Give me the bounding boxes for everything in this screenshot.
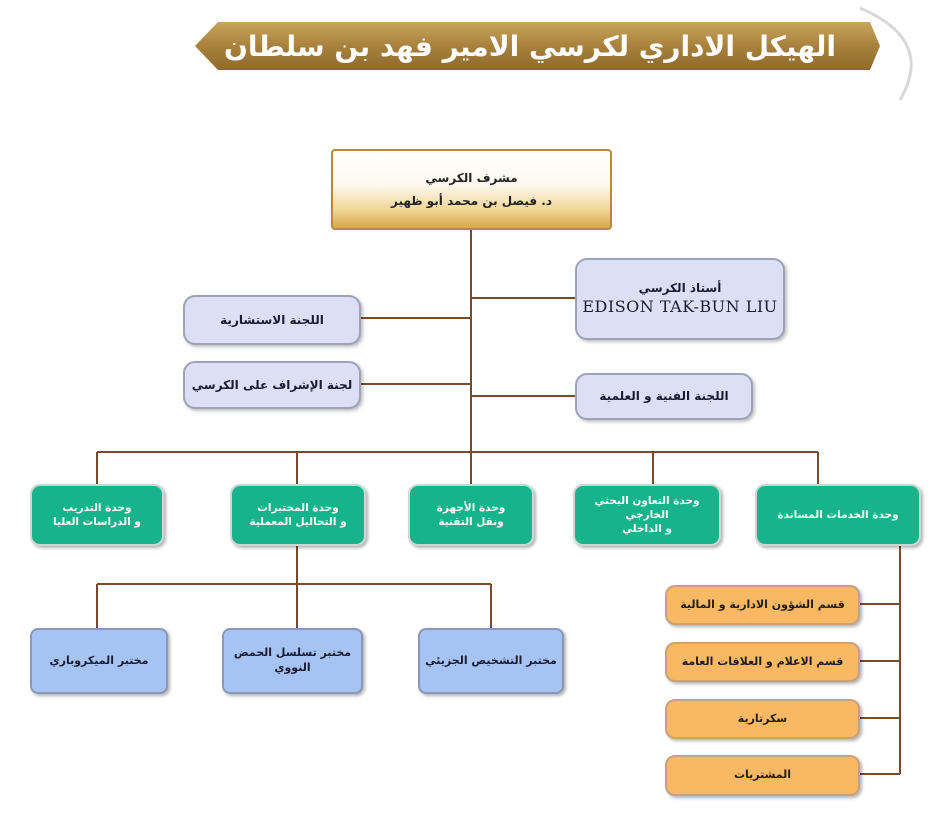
- professor-box: أستاذ الكرسي EDISON TAK-BUN LIU: [575, 258, 785, 340]
- unit-devices-technology-line2: ونقل التقنية: [438, 516, 504, 528]
- section-admin-finance-label: قسم الشؤون الادارية و المالية: [680, 597, 845, 611]
- lab-molecular-diagnosis-label: مختبر التشخيص الجزيئي: [425, 653, 557, 667]
- unit-training-line1: وحدة التدريب: [62, 501, 132, 514]
- unit-laboratories: وحدة المختبرات و التحاليل المعملية: [230, 484, 366, 546]
- lab-microbiology: مختبر الميكروباري: [30, 628, 168, 694]
- section-secretariat: سكرتارية: [665, 699, 860, 739]
- unit-research-cooperation-line1: وحدة التعاون البحثي الخارجي: [594, 494, 700, 521]
- professor-role: أستاذ الكرسي: [638, 281, 722, 296]
- section-secretariat-label: سكرتارية: [737, 711, 788, 725]
- page-title: الهيكل الاداري لكرسي الامير فهد بن سلطان: [223, 29, 837, 63]
- unit-devices-technology-line1: وحدة الأجهزة: [436, 501, 506, 514]
- section-purchases: المشتريات: [665, 755, 860, 796]
- unit-training-line2: و الدراسات العليا: [53, 516, 141, 528]
- banner-swoosh: [859, 6, 913, 101]
- unit-devices-technology: وحدة الأجهزة ونقل التقنية: [408, 484, 534, 546]
- lab-molecular-diagnosis: مختبر التشخيص الجزيئي: [418, 628, 564, 694]
- advisory-committee-box: اللجنة الاستشارية: [183, 295, 361, 345]
- lab-microbiology-label: مختبر الميكروباري: [49, 653, 149, 667]
- advisory-committee-label: اللجنة الاستشارية: [220, 312, 324, 327]
- unit-training: وحدة التدريب و الدراسات العليا: [30, 484, 164, 546]
- technical-committee-label: اللجنة الفنية و العلمية: [599, 389, 729, 404]
- supervisor-box: مشرف الكرسي د. فيصل بن محمد أبو ظهير: [331, 149, 612, 230]
- professor-name: EDISON TAK-BUN LIU: [582, 297, 778, 317]
- title-banner: الهيكل الاداري لكرسي الامير فهد بن سلطان: [0, 0, 938, 110]
- technical-committee-box: اللجنة الفنية و العلمية: [575, 373, 753, 420]
- unit-laboratories-line2: و التحاليل المعملية: [249, 516, 347, 528]
- unit-research-cooperation-line2: و الداخلي: [622, 523, 672, 536]
- unit-laboratories-line1: وحدة المختبرات: [257, 501, 339, 514]
- banner-shape: [195, 6, 913, 101]
- unit-support-services: وحدة الخدمات المساندة: [755, 484, 921, 546]
- banner-ribbon: [195, 22, 880, 70]
- section-purchases-label: المشتريات: [733, 768, 792, 782]
- section-admin-finance: قسم الشؤون الادارية و المالية: [665, 585, 860, 625]
- oversight-committee-label: لجنة الإشراف على الكرسي: [191, 377, 353, 392]
- supervisor-name: د. فيصل بن محمد أبو ظهير: [391, 193, 552, 208]
- section-media-pr-label: قسم الاعلام و العلاقات العامة: [681, 654, 844, 668]
- lab-dna-sequencing: مختبر تسلسل الحمض النووي: [222, 628, 363, 694]
- oversight-committee-box: لجنة الإشراف على الكرسي: [183, 361, 361, 409]
- supervisor-role: مشرف الكرسي: [425, 171, 518, 186]
- unit-support-services-line1: وحدة الخدمات المساندة: [777, 508, 899, 521]
- section-media-pr: قسم الاعلام و العلاقات العامة: [665, 642, 860, 682]
- lab-dna-sequencing-label: مختبر تسلسل الحمض النووي: [233, 646, 352, 674]
- unit-research-cooperation: وحدة التعاون البحثي الخارجي و الداخلي: [573, 484, 721, 546]
